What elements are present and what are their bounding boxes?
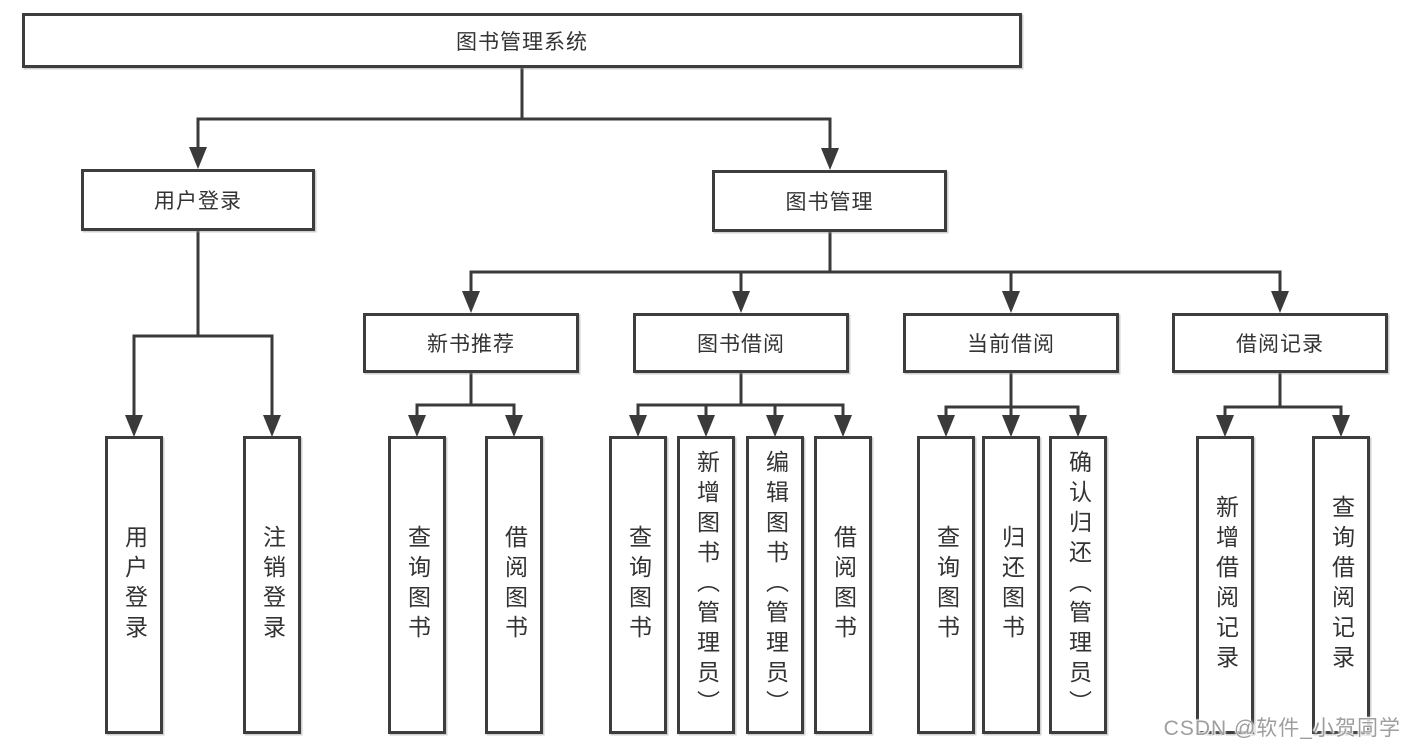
node-label: 借阅图书 bbox=[501, 525, 528, 645]
node-label: 借阅记录 bbox=[1236, 333, 1324, 356]
node-label: 新书推荐 bbox=[427, 333, 515, 356]
leaf-current-confirm-return-admin: 确认归还（管理员） bbox=[1049, 436, 1107, 734]
node-label: 用户登录 bbox=[121, 525, 148, 645]
node-new-book-recommend: 新书推荐 bbox=[363, 313, 579, 373]
node-label: 新增图书（管理员） bbox=[693, 450, 720, 720]
leaf-logout-login: 注销登录 bbox=[243, 436, 301, 734]
leaf-current-query-books: 查询图书 bbox=[917, 436, 975, 734]
node-label: 归还图书 bbox=[998, 525, 1025, 645]
leaf-borrowing-borrow-books: 借阅图书 bbox=[814, 436, 872, 734]
node-book-borrowing: 图书借阅 bbox=[633, 313, 849, 373]
node-label: 查询图书 bbox=[404, 525, 431, 645]
node-borrow-records: 借阅记录 bbox=[1172, 313, 1388, 373]
node-label: 借阅图书 bbox=[830, 525, 857, 645]
node-label: 注销登录 bbox=[259, 525, 286, 645]
node-label: 查询图书 bbox=[933, 525, 960, 645]
leaf-records-add-borrow-record: 新增借阅记录 bbox=[1196, 436, 1254, 734]
node-user-login: 用户登录 bbox=[81, 169, 315, 231]
node-label: 用户登录 bbox=[154, 190, 242, 213]
leaf-borrowing-query-books: 查询图书 bbox=[609, 436, 667, 734]
node-label: 图书借阅 bbox=[697, 333, 785, 356]
leaf-recommend-query-books: 查询图书 bbox=[388, 436, 446, 734]
node-current-borrowing: 当前借阅 bbox=[903, 313, 1119, 373]
csdn-watermark: CSDN @软件_小贺同学 bbox=[1163, 717, 1401, 740]
leaf-current-return-books: 归还图书 bbox=[982, 436, 1040, 734]
node-label: 当前借阅 bbox=[967, 333, 1055, 356]
leaf-records-query-borrow-record: 查询借阅记录 bbox=[1312, 436, 1370, 734]
leaf-user-login: 用户登录 bbox=[105, 436, 163, 734]
node-label: 新增借阅记录 bbox=[1212, 495, 1239, 675]
node-label: 编辑图书（管理员） bbox=[762, 450, 789, 720]
node-label: 查询图书 bbox=[625, 525, 652, 645]
node-label: 查询借阅记录 bbox=[1328, 495, 1355, 675]
node-label: 图书管理系统 bbox=[456, 30, 588, 54]
leaf-borrowing-edit-books-admin: 编辑图书（管理员） bbox=[746, 436, 804, 734]
node-library-system: 图书管理系统 bbox=[22, 13, 1022, 68]
leaf-borrowing-add-books-admin: 新增图书（管理员） bbox=[677, 436, 735, 734]
node-label: 图书管理 bbox=[785, 191, 874, 214]
leaf-recommend-borrow-books: 借阅图书 bbox=[485, 436, 543, 734]
node-book-management: 图书管理 bbox=[712, 170, 947, 232]
node-label: 确认归还（管理员） bbox=[1065, 450, 1092, 720]
